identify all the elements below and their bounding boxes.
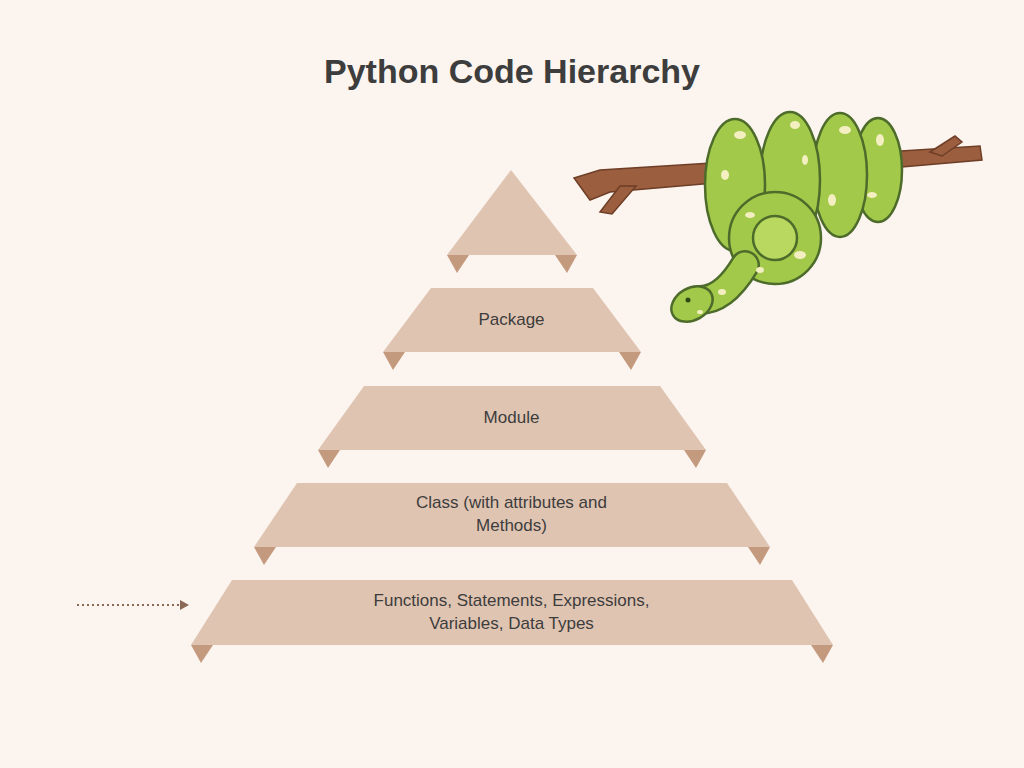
hierarchy-band: Package bbox=[383, 288, 641, 352]
band-tab bbox=[684, 450, 706, 468]
hierarchy-band: Class (with attributes and Methods) bbox=[254, 483, 770, 547]
hierarchy-band: Functions, Statements, Expressions, Vari… bbox=[191, 580, 833, 645]
diagram-title: Python Code Hierarchy bbox=[0, 52, 1024, 91]
band-tab bbox=[619, 352, 641, 370]
band-tab bbox=[555, 255, 577, 273]
band-tab bbox=[254, 547, 276, 565]
band-tab bbox=[447, 255, 469, 273]
band-tab bbox=[811, 645, 833, 663]
pointer-arrow bbox=[77, 604, 180, 606]
band-label: Package bbox=[478, 309, 544, 332]
snake-spots bbox=[697, 121, 884, 314]
band-tab bbox=[318, 450, 340, 468]
band-shape bbox=[254, 483, 770, 547]
band-tab bbox=[191, 645, 213, 663]
band-label: Functions, Statements, Expressions, Vari… bbox=[347, 590, 677, 636]
band-shape bbox=[191, 580, 833, 645]
snake bbox=[665, 112, 902, 329]
band-label: Module bbox=[484, 407, 540, 430]
arrow-head bbox=[180, 600, 189, 610]
band-tab bbox=[383, 352, 405, 370]
pyramid-apex bbox=[447, 170, 577, 255]
hierarchy-band: Module bbox=[318, 386, 706, 450]
band-label: Class (with attributes and Methods) bbox=[382, 492, 642, 538]
band-tab bbox=[748, 547, 770, 565]
